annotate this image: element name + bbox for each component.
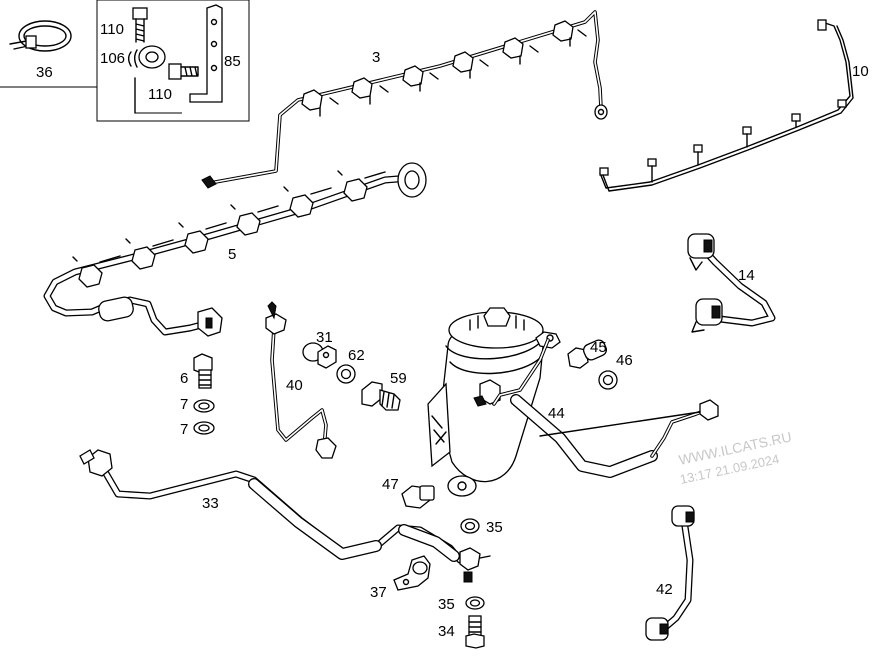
callout-31[interactable]: 31 <box>316 329 333 346</box>
callout-3[interactable]: 3 <box>372 49 380 66</box>
seal-washer-part-7-upper[interactable] <box>193 399 215 413</box>
callout-106[interactable]: 106 <box>100 50 125 67</box>
callout-110-bottom[interactable]: 110 <box>148 86 172 103</box>
screw-plug-part-31[interactable] <box>302 342 337 369</box>
callout-5[interactable]: 5 <box>228 246 236 263</box>
callout-110-top[interactable]: 110 <box>100 21 124 38</box>
bracket-part-85[interactable] <box>189 4 223 103</box>
callout-47[interactable]: 47 <box>382 476 399 493</box>
seal-washer-part-7-lower[interactable] <box>193 421 215 435</box>
cable-tie-part-36[interactable] <box>9 20 72 52</box>
screw-fitting-part-59[interactable] <box>361 381 401 411</box>
callout-36[interactable]: 36 <box>36 64 53 81</box>
hollow-bolt-part-6[interactable] <box>193 353 213 389</box>
bolt-part-110-bottom[interactable] <box>168 63 199 80</box>
callout-59[interactable]: 59 <box>390 370 407 387</box>
fuel-line-part-44[interactable] <box>492 338 719 478</box>
bolt-part-110-top[interactable] <box>132 7 148 43</box>
fuel-filter-housing[interactable] <box>427 307 561 497</box>
seal-ring-part-46[interactable] <box>598 370 618 390</box>
callout-14[interactable]: 14 <box>738 267 755 284</box>
seal-ring-part-35-upper[interactable] <box>460 518 480 534</box>
fuel-line-part-40[interactable] <box>265 301 337 459</box>
callout-37[interactable]: 37 <box>370 584 387 601</box>
fuel-rail-part-5[interactable] <box>43 162 427 337</box>
callout-7-upper[interactable]: 7 <box>180 396 188 413</box>
screw-plug-part-47[interactable] <box>401 485 435 509</box>
callout-42[interactable]: 42 <box>656 581 673 598</box>
sensor-wiring-harness-part-10[interactable] <box>599 19 854 192</box>
callout-85[interactable]: 85 <box>224 53 241 70</box>
callout-35-upper[interactable]: 35 <box>486 519 503 536</box>
fuel-line-part-14[interactable] <box>687 233 776 333</box>
seal-ring-part-35-lower[interactable] <box>465 596 485 610</box>
callout-6[interactable]: 6 <box>180 370 188 387</box>
callout-7-lower[interactable]: 7 <box>180 421 188 438</box>
fuel-line-part-42[interactable] <box>645 505 695 641</box>
callout-35-lower[interactable]: 35 <box>438 596 455 613</box>
callout-10[interactable]: 10 <box>852 63 869 80</box>
banjo-bolt-part-45[interactable] <box>567 338 608 369</box>
callout-40[interactable]: 40 <box>286 377 303 394</box>
callout-62[interactable]: 62 <box>348 347 365 364</box>
fuel-line-part-33[interactable] <box>79 449 491 583</box>
grommet-part-106[interactable] <box>128 45 166 69</box>
hollow-bolt-part-34[interactable] <box>465 615 485 649</box>
callout-45[interactable]: 45 <box>590 339 607 356</box>
callout-34[interactable]: 34 <box>438 623 455 640</box>
pipe-clamp-part-37[interactable] <box>393 555 431 591</box>
callout-46[interactable]: 46 <box>616 352 633 369</box>
injector-line-assembly-part-3[interactable] <box>201 10 608 189</box>
seal-ring-part-62[interactable] <box>336 364 356 384</box>
callout-33[interactable]: 33 <box>202 495 219 512</box>
callout-44[interactable]: 44 <box>548 405 565 422</box>
